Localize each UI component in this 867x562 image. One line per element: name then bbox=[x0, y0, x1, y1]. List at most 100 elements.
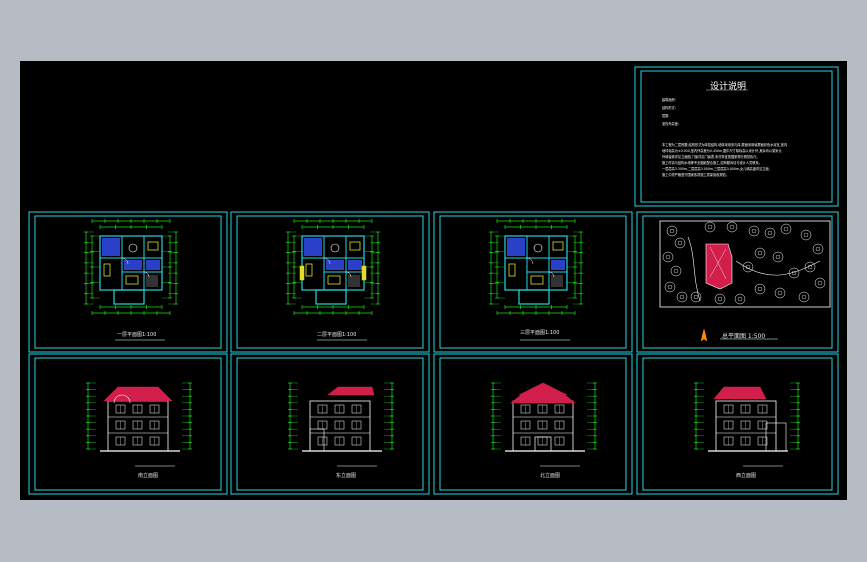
plan-furniture bbox=[327, 275, 341, 285]
site-tree bbox=[734, 293, 746, 305]
site-tree-core bbox=[777, 290, 783, 296]
elevation-roof bbox=[510, 394, 576, 404]
frame-outer bbox=[28, 211, 228, 353]
plan-room-fill bbox=[326, 260, 344, 270]
site-tree bbox=[764, 227, 776, 239]
site-frame bbox=[636, 211, 839, 353]
elev1-drawing bbox=[86, 382, 192, 467]
site-tree-core bbox=[801, 294, 807, 300]
site-tree-core bbox=[817, 280, 823, 286]
site-tree bbox=[754, 247, 766, 259]
site-path bbox=[687, 236, 701, 302]
elevation-roof bbox=[518, 382, 568, 396]
site-tree-core bbox=[693, 294, 699, 300]
frame-inner bbox=[439, 357, 627, 491]
site-tree-core bbox=[669, 228, 675, 234]
site-tree bbox=[788, 267, 800, 279]
plan-door bbox=[548, 271, 555, 278]
plan3-label: 三层平面图1:100 bbox=[520, 330, 560, 336]
elev2-frame bbox=[230, 353, 430, 495]
plan-wall bbox=[315, 289, 347, 305]
site-tree bbox=[800, 229, 812, 241]
design-note-line: 施工中须严格遵守国家各项施工质量验收规范。 bbox=[662, 173, 729, 177]
site-tree bbox=[666, 225, 678, 237]
plan-door bbox=[121, 257, 129, 265]
elev4-label: 西立面图 bbox=[736, 473, 757, 479]
site-tree-core bbox=[815, 246, 821, 252]
site-tree bbox=[674, 237, 686, 249]
plan-furniture bbox=[147, 241, 159, 251]
plan-door bbox=[345, 271, 352, 278]
plan-door bbox=[323, 257, 331, 265]
site-tree bbox=[676, 291, 688, 303]
plan2-frame bbox=[230, 211, 430, 353]
frame-inner bbox=[439, 215, 627, 349]
site-tree-core bbox=[679, 294, 685, 300]
plan2-drawing bbox=[286, 219, 380, 341]
frame-outer bbox=[433, 211, 633, 353]
plan-door bbox=[143, 271, 150, 278]
elevation-body bbox=[715, 400, 777, 452]
elevation-roof bbox=[103, 386, 173, 402]
elevation-porch bbox=[309, 428, 325, 452]
design-notes-title: 设计说明 bbox=[710, 82, 747, 92]
elev1-frame bbox=[28, 353, 228, 495]
elev3-label: 北立面图 bbox=[540, 473, 561, 479]
elev3-drawing bbox=[491, 382, 597, 467]
site-tree bbox=[772, 251, 784, 263]
design-note-item: 室内外高差: bbox=[662, 122, 680, 126]
elev3-frame bbox=[433, 353, 633, 495]
cad-drawing bbox=[28, 66, 839, 495]
plan-furniture bbox=[305, 263, 313, 277]
plan-table bbox=[128, 243, 138, 253]
plan-wall bbox=[518, 289, 550, 305]
site-tree bbox=[798, 291, 810, 303]
site-tree bbox=[714, 293, 726, 305]
frame-inner bbox=[236, 357, 424, 491]
design-note-line: 地坪标高为±0.000,室内外高差为0.450m,图中尺寸除标高以米计外,其余均… bbox=[662, 149, 783, 153]
site-tree bbox=[704, 221, 716, 233]
site-plan-drawing bbox=[659, 220, 831, 342]
site-tree bbox=[664, 281, 676, 293]
drawing-sheet[interactable]: 设计说明 建筑面积: 结构形式: 层数: 室内外高差: 本工程为二层别墅,结构形… bbox=[20, 61, 847, 500]
site-tree bbox=[742, 261, 754, 273]
site-tree-core bbox=[783, 226, 789, 232]
plan-table bbox=[533, 243, 543, 253]
site-tree-core bbox=[707, 224, 713, 230]
plan-room-fill bbox=[348, 260, 362, 270]
site-tree-core bbox=[667, 284, 673, 290]
elev4-frame bbox=[636, 353, 839, 495]
plan-room-fill bbox=[304, 238, 322, 256]
frame-inner bbox=[642, 215, 833, 349]
site-tree-core bbox=[767, 230, 773, 236]
elev2-drawing bbox=[288, 382, 394, 467]
frame-inner bbox=[34, 215, 222, 349]
frame-outer bbox=[636, 211, 839, 353]
design-note-line: 施工时请与结构水电等专业图纸配合施工,如有疑问请与设计人员联系。 bbox=[662, 161, 762, 165]
site-tree-core bbox=[775, 254, 781, 260]
elevation-roof bbox=[713, 386, 767, 400]
elevation-body bbox=[309, 400, 371, 452]
plan-furniture bbox=[508, 263, 516, 277]
design-note-item: 结构形式: bbox=[662, 106, 676, 110]
site-tree-core bbox=[803, 232, 809, 238]
plan-room-fill bbox=[507, 238, 525, 256]
frame-outer bbox=[28, 353, 228, 495]
site-tree bbox=[814, 277, 826, 289]
site-tree-core bbox=[665, 254, 671, 260]
site-tree-core bbox=[757, 250, 763, 256]
frame-outer bbox=[634, 66, 839, 207]
site-tree bbox=[748, 225, 760, 237]
elevation-entrance bbox=[534, 436, 552, 452]
site-path bbox=[735, 260, 821, 276]
elev1-label: 南立面图 bbox=[138, 473, 159, 479]
frame-inner bbox=[642, 357, 833, 491]
frame-inner bbox=[640, 70, 833, 203]
plan-door bbox=[526, 257, 534, 265]
design-notes-frame bbox=[634, 66, 839, 207]
plan-furniture bbox=[530, 275, 544, 285]
frame-outer bbox=[230, 211, 430, 353]
site-boundary bbox=[659, 220, 831, 308]
site-tree bbox=[780, 223, 792, 235]
site-tree bbox=[774, 287, 786, 299]
